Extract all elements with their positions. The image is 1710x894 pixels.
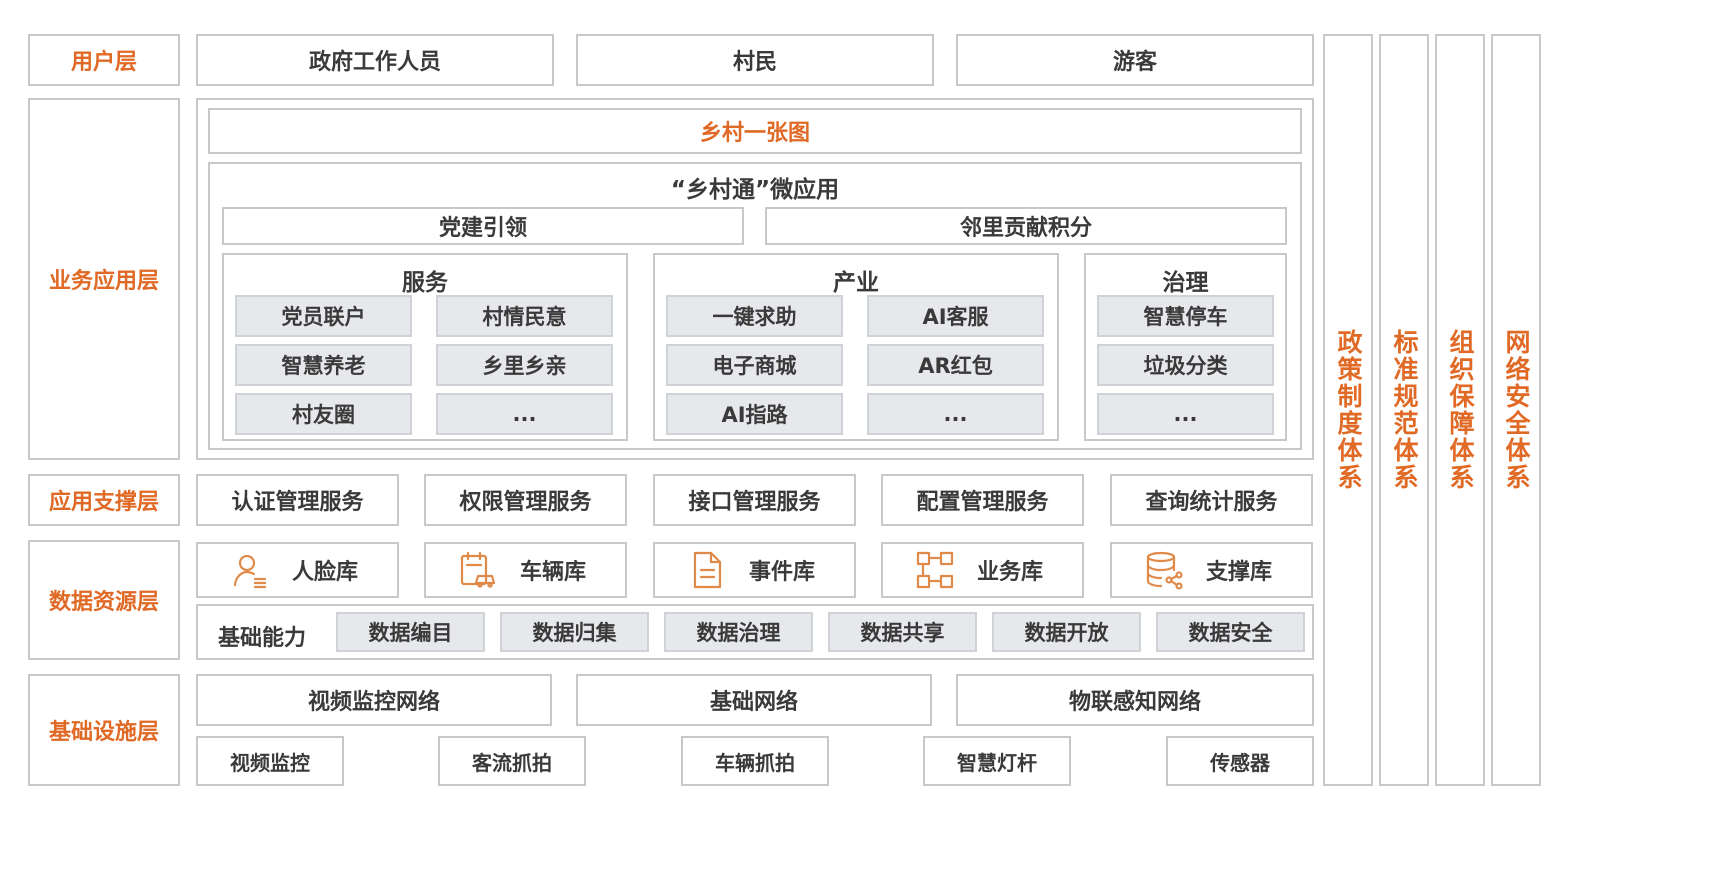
service-item-more: ... xyxy=(436,393,613,435)
group-industry-title: 产业 xyxy=(833,270,879,296)
service-auth: 认证管理服务 xyxy=(196,474,399,526)
governance-item: 智慧停车 xyxy=(1097,295,1274,337)
business-flow-icon xyxy=(915,550,955,590)
system-standards-label: 标准规范体系 xyxy=(1390,329,1419,491)
event-document-icon xyxy=(687,550,727,590)
user-tourist: 游客 xyxy=(956,34,1314,86)
capability-collection: 数据归集 xyxy=(500,612,649,652)
face-database-icon xyxy=(230,550,270,590)
user-government-staff: 政府工作人员 xyxy=(196,34,554,86)
user-villager: 村民 xyxy=(576,34,934,86)
library-business: 业务库 xyxy=(881,542,1084,598)
service-query-stats: 查询统计服务 xyxy=(1110,474,1313,526)
service-config: 配置管理服务 xyxy=(881,474,1084,526)
governance-item-more: ... xyxy=(1097,393,1274,435)
system-network-security-label: 网络安全体系 xyxy=(1502,329,1531,491)
system-organization-label: 组织保障体系 xyxy=(1446,329,1475,491)
library-face-label: 人脸库 xyxy=(292,560,359,585)
capability-opening: 数据开放 xyxy=(992,612,1141,652)
library-vehicle-label: 车辆库 xyxy=(520,560,587,585)
party-building-bar: 党建引领 xyxy=(222,207,744,245)
industry-item: AR红包 xyxy=(867,344,1044,386)
service-item: 智慧养老 xyxy=(235,344,412,386)
library-event-label: 事件库 xyxy=(749,560,816,585)
service-item: 乡里乡亲 xyxy=(436,344,613,386)
system-policy: 政策制度体系 xyxy=(1323,34,1373,786)
service-item: 村友圈 xyxy=(235,393,412,435)
network-basic: 基础网络 xyxy=(576,674,932,726)
network-iot-sensing: 物联感知网络 xyxy=(956,674,1314,726)
device-video-surveillance: 视频监控 xyxy=(196,736,344,786)
service-interface: 接口管理服务 xyxy=(653,474,856,526)
industry-item: 一键求助 xyxy=(666,295,843,337)
industry-item-more: ... xyxy=(867,393,1044,435)
service-item: 党员联户 xyxy=(235,295,412,337)
layer-label-infrastructure: 基础设施层 xyxy=(28,674,180,786)
device-sensor: 传感器 xyxy=(1166,736,1314,786)
vehicle-database-icon xyxy=(458,550,498,590)
governance-item: 垃圾分类 xyxy=(1097,344,1274,386)
library-face: 人脸库 xyxy=(196,542,399,598)
layer-label-support: 应用支撑层 xyxy=(28,474,180,526)
network-video-surveillance: 视频监控网络 xyxy=(196,674,552,726)
library-business-label: 业务库 xyxy=(977,560,1044,585)
capability-sharing: 数据共享 xyxy=(828,612,977,652)
group-service-title: 服务 xyxy=(402,270,448,296)
neighborhood-points-bar: 邻里贡献积分 xyxy=(765,207,1287,245)
system-standards: 标准规范体系 xyxy=(1379,34,1429,786)
layer-label-business: 业务应用层 xyxy=(28,98,180,460)
support-database-icon xyxy=(1144,550,1184,590)
system-organization: 组织保障体系 xyxy=(1435,34,1485,786)
library-support: 支撑库 xyxy=(1110,542,1313,598)
library-support-label: 支撑库 xyxy=(1206,560,1273,585)
industry-item: AI客服 xyxy=(867,295,1044,337)
device-smart-lamp-pole: 智慧灯杆 xyxy=(923,736,1071,786)
basic-capability-label: 基础能力 xyxy=(218,626,307,651)
capability-governance: 数据治理 xyxy=(664,612,813,652)
layer-label-data: 数据资源层 xyxy=(28,540,180,660)
industry-item: 电子商城 xyxy=(666,344,843,386)
capability-security: 数据安全 xyxy=(1156,612,1305,652)
library-vehicle: 车辆库 xyxy=(424,542,627,598)
rural-map-title: 乡村一张图 xyxy=(208,108,1302,154)
capability-cataloging: 数据编目 xyxy=(336,612,485,652)
device-passenger-capture: 客流抓拍 xyxy=(438,736,586,786)
layer-label-user: 用户层 xyxy=(28,34,180,86)
system-policy-label: 政策制度体系 xyxy=(1334,329,1363,491)
micro-app-title: “乡村通”微应用 xyxy=(670,177,840,203)
system-network-security: 网络安全体系 xyxy=(1491,34,1541,786)
industry-item: AI指路 xyxy=(666,393,843,435)
service-permission: 权限管理服务 xyxy=(424,474,627,526)
group-governance-title: 治理 xyxy=(1162,270,1209,296)
service-item: 村情民意 xyxy=(436,295,613,337)
library-event: 事件库 xyxy=(653,542,856,598)
device-vehicle-capture: 车辆抓拍 xyxy=(681,736,829,786)
